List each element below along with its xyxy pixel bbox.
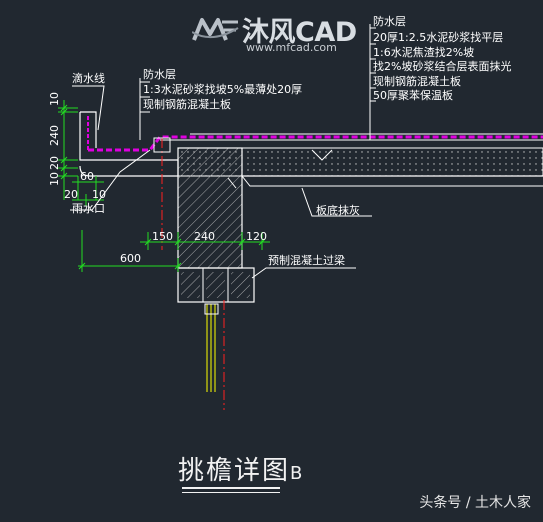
waterproof-layer [88,135,543,152]
right-note-4: 现制钢筋混凝土板 [373,74,461,88]
board-plaster-line [241,175,543,187]
right-note-0: 防水层 [373,14,406,28]
dim-h-240: 240 [194,230,215,243]
dim-v-10-bottom: 10 [48,172,61,186]
wall-section [177,147,243,269]
drawing-title-text: 挑檐详图 [178,456,291,486]
source-watermark: 头条号 / 土木人家 [419,495,531,511]
drip-upstand [80,111,97,148]
slope-symbol [311,149,333,161]
precast-beam-leader [251,267,356,279]
rain-outlet-leader [70,149,151,211]
logo-url: www.mfcad.com [246,41,337,54]
mf-logo-icon [192,18,239,41]
right-note-5: 50厚聚苯保温板 [373,88,453,102]
drip-line-leader [72,85,105,131]
drawing-title-suffix: B [290,463,303,484]
dim-h-60: 60 [80,170,94,183]
title-underline-thin [182,492,280,493]
precast-beam-label: 预制混凝土过梁 [268,253,345,267]
dim-v-20: 20 [48,156,61,170]
dim-h-600: 600 [120,252,141,265]
right-note-3: 找2%坡砂浆结合层表面抹光 [373,59,511,73]
left-note-2: 现制钢筋混凝土板 [143,97,231,111]
dim-h-10: 10 [92,188,106,201]
drawing-title: 挑檐详图B [178,450,302,487]
site-logo: 沐风CAD www.mfcad.com [188,8,358,60]
drip-line-label: 滴水线 [72,71,105,85]
board-plaster-leader [301,187,372,217]
title-underline [182,487,280,489]
dim-h-120: 120 [246,230,267,243]
precast-lintel [177,267,255,303]
eave-gutter-outline [79,112,179,177]
right-note-2: 1:6水泥焦渣找2%坡 [373,45,474,59]
right-note-1: 20厚1:2.5水泥砂浆找平层 [373,30,503,44]
dim-v-10-top: 10 [48,92,61,106]
left-note-1: 1:3水泥砂浆找坡5%最薄处20厚 [143,82,302,96]
logo-name: 沐风CAD [242,17,357,48]
board-plaster-label: 板底抹灰 [316,203,360,217]
left-note-0: 防水层 [143,67,176,81]
rain-outlet-label: 雨水口 [72,202,105,215]
dim-h-20: 20 [64,188,78,201]
rain-outlet-symbol [153,137,171,153]
dim-v-240: 240 [48,125,61,146]
dim-h-150: 150 [152,230,173,243]
